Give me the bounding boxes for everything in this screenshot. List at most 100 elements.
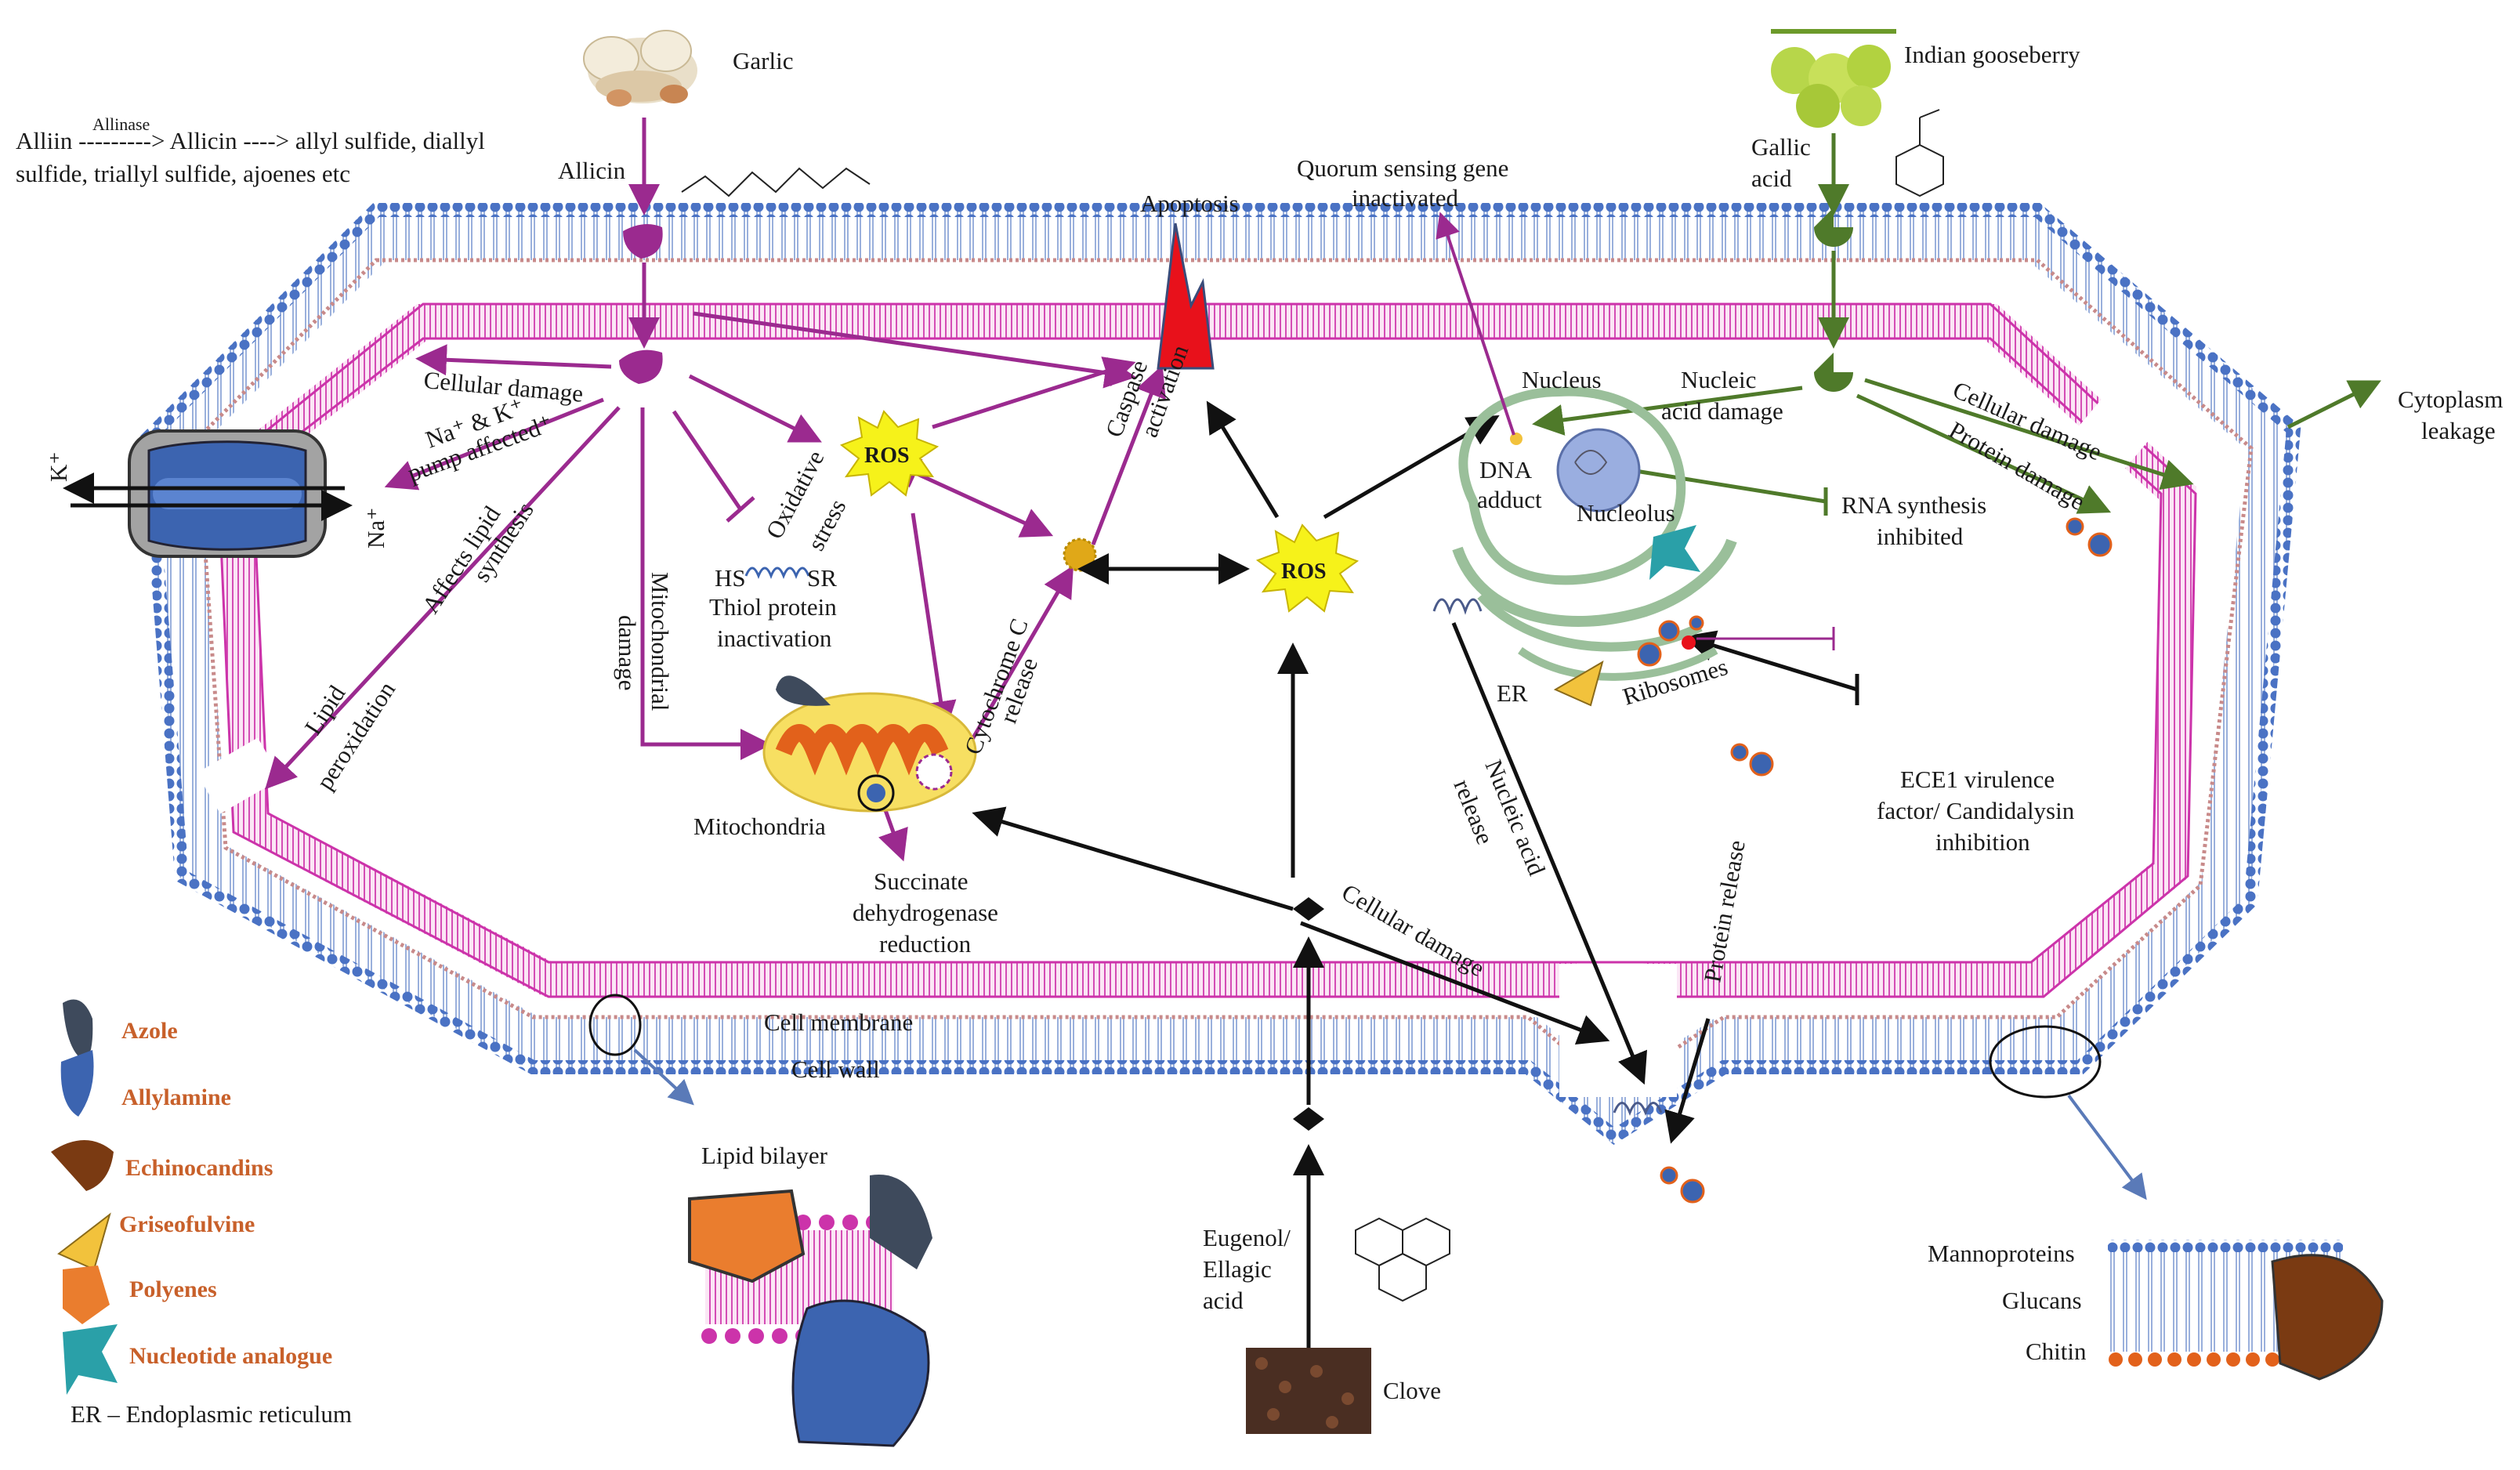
dna-line1: DNA — [1479, 456, 1533, 483]
allicin-structure — [681, 167, 871, 197]
garlic-image — [583, 30, 697, 107]
garlic-label: Garlic — [733, 47, 793, 74]
ece1-line1: ECE1 virulence — [1900, 766, 2055, 793]
thiol-line1: Thiol protein — [709, 593, 837, 621]
clove-texture — [1255, 1357, 1354, 1428]
mitochondria-label: Mitochondria — [693, 813, 826, 840]
griseofulvine-icon — [57, 1212, 111, 1271]
lipid-bilayer-inset — [688, 1175, 932, 1447]
mitochondria — [762, 675, 977, 813]
released-dna-icon — [1613, 1102, 1663, 1117]
damaged-protein-icons — [2066, 517, 2113, 557]
legend-nucleotide-label: Nucleotide analogue — [129, 1343, 332, 1369]
dna-line2: adduct — [1477, 486, 1542, 513]
thiol-line2: inactivation — [717, 625, 832, 652]
thiol-hs: HS — [715, 564, 746, 592]
allicin-label: Allicin — [558, 157, 626, 184]
legend-footnote: ER – Endoplasmic reticulum — [71, 1400, 352, 1428]
ros-label-2: ROS — [1281, 559, 1327, 584]
ece1-line3: inhibition — [1935, 828, 2030, 856]
garlic-effect-arrows — [265, 311, 1166, 862]
legend-azole-label: Azole — [121, 1018, 178, 1044]
cytoplasm-line2: leakage — [2421, 417, 2496, 444]
mito-damage-line1: Mitochondrial — [646, 572, 674, 711]
ribosomes-label: Ribosomes — [1620, 653, 1731, 711]
quorum-line1: Quorum sensing gene — [1297, 154, 1508, 182]
alliin-pathway-line2: sulfide, triallyl sulfide, ajoenes etc — [16, 160, 350, 187]
nucleotide-analogue-icon — [63, 1324, 118, 1395]
allinase-label: Allinase — [92, 114, 150, 134]
clove-compound-line1: Eugenol/ — [1203, 1224, 1291, 1251]
allicin-receptor-inner — [619, 349, 663, 384]
k-ion-label: K⁺ — [45, 451, 72, 482]
legend-polyenes-label: Polyenes — [129, 1276, 217, 1302]
sdh-line1: Succinate — [874, 867, 969, 895]
gallic-acid-line2: acid — [1751, 165, 1792, 192]
protein-release-arrow — [1664, 1018, 1711, 1144]
sdh-line3: reduction — [879, 930, 972, 958]
apoptosis-label: Apoptosis — [1140, 190, 1239, 217]
ros-burst-1 — [839, 410, 940, 497]
wall-zoom-arrow — [2067, 1094, 2147, 1200]
ribosome-icons — [1637, 615, 1704, 667]
ros-burst-2 — [1255, 523, 1360, 613]
clove-node-outer — [1293, 1107, 1324, 1131]
alliin-pathway-line1: Alliin ---------> Allicin ----> allyl su… — [16, 127, 485, 154]
membrane-breach-right — [2076, 393, 2155, 469]
clove-effect-arrows — [972, 400, 1859, 1363]
gooseberry-label: Indian gooseberry — [1904, 41, 2080, 68]
cell-wall-inset — [2108, 1240, 2384, 1381]
membrane-zoom-arrow — [633, 1048, 694, 1106]
nucleotide-analogue-marker — [1649, 525, 1700, 580]
quorum-line2: inactivated — [1352, 184, 1458, 212]
cell-wall-label: Cell wall — [791, 1055, 880, 1083]
er-label: ER — [1497, 679, 1528, 707]
allylamine-icon — [60, 1050, 94, 1117]
gallic-receptor-top — [1814, 208, 1853, 247]
ellagic-acid-structure — [1355, 1217, 1450, 1302]
nucleic-damage-line1: Nucleic — [1681, 366, 1756, 393]
apoptosis-icon — [1157, 223, 1215, 370]
gooseberry-image — [1771, 29, 1896, 128]
legend-allylamine-label: Allylamine — [121, 1084, 231, 1110]
legend-echinocandins-label: Echinocandins — [125, 1155, 273, 1181]
clove-node-inner — [1293, 897, 1324, 921]
ece1-line2: factor/ Candidalysin — [1877, 797, 2075, 824]
cytochrome-c-icon — [1063, 538, 1097, 572]
ros-label-1: ROS — [864, 444, 910, 468]
ion-pump — [63, 429, 353, 558]
legend: Azole Allylamine Echinocandins Griseoful… — [51, 999, 352, 1428]
gallic-effect-arrows — [1532, 378, 2381, 516]
polyenes-icon — [63, 1265, 110, 1324]
cytoplasm-line1: Cytoplasm — [2398, 386, 2503, 413]
nucleolus-label: Nucleolus — [1577, 499, 1675, 527]
na-ion-label: Na⁺ — [362, 507, 389, 549]
cell-membrane-label: Cell membrane — [764, 1008, 913, 1036]
oxidative-stress-line2: stress — [802, 494, 851, 555]
lipid-bilayer-label: Lipid bilayer — [701, 1142, 828, 1169]
azole-icon — [63, 999, 93, 1062]
griseofulvine-marker — [1553, 660, 1604, 707]
mannoproteins-label: Mannoproteins — [1928, 1240, 2075, 1267]
nucleus-label: Nucleus — [1522, 366, 1602, 393]
mito-damage-line2: damage — [614, 615, 641, 690]
released-protein-icons — [1660, 743, 1774, 1204]
glucans-label: Glucans — [2002, 1287, 2082, 1314]
thiol-protein-icon — [744, 567, 810, 580]
gallic-receptor-inner — [1814, 353, 1853, 392]
legend-griseofulvine-label: Griseofulvine — [119, 1211, 255, 1237]
wall-zoom-circle — [1989, 1025, 2102, 1099]
gallic-acid-structure — [1895, 109, 1944, 197]
quorum-arrow — [1436, 212, 1515, 436]
membrane-zoom-circle — [588, 994, 642, 1056]
clove-compound-line2: Ellagic — [1203, 1255, 1272, 1283]
thiol-sr: SR — [807, 564, 837, 592]
nucleus — [1432, 386, 1737, 681]
membrane-breach-left — [197, 737, 281, 814]
chitin-label: Chitin — [2026, 1338, 2087, 1365]
allicin-receptor-top — [623, 224, 663, 259]
clove-compound-line3: acid — [1203, 1287, 1244, 1314]
rna-line2: inhibited — [1877, 523, 1964, 550]
nucleic-damage-line2: acid damage — [1661, 397, 1783, 425]
